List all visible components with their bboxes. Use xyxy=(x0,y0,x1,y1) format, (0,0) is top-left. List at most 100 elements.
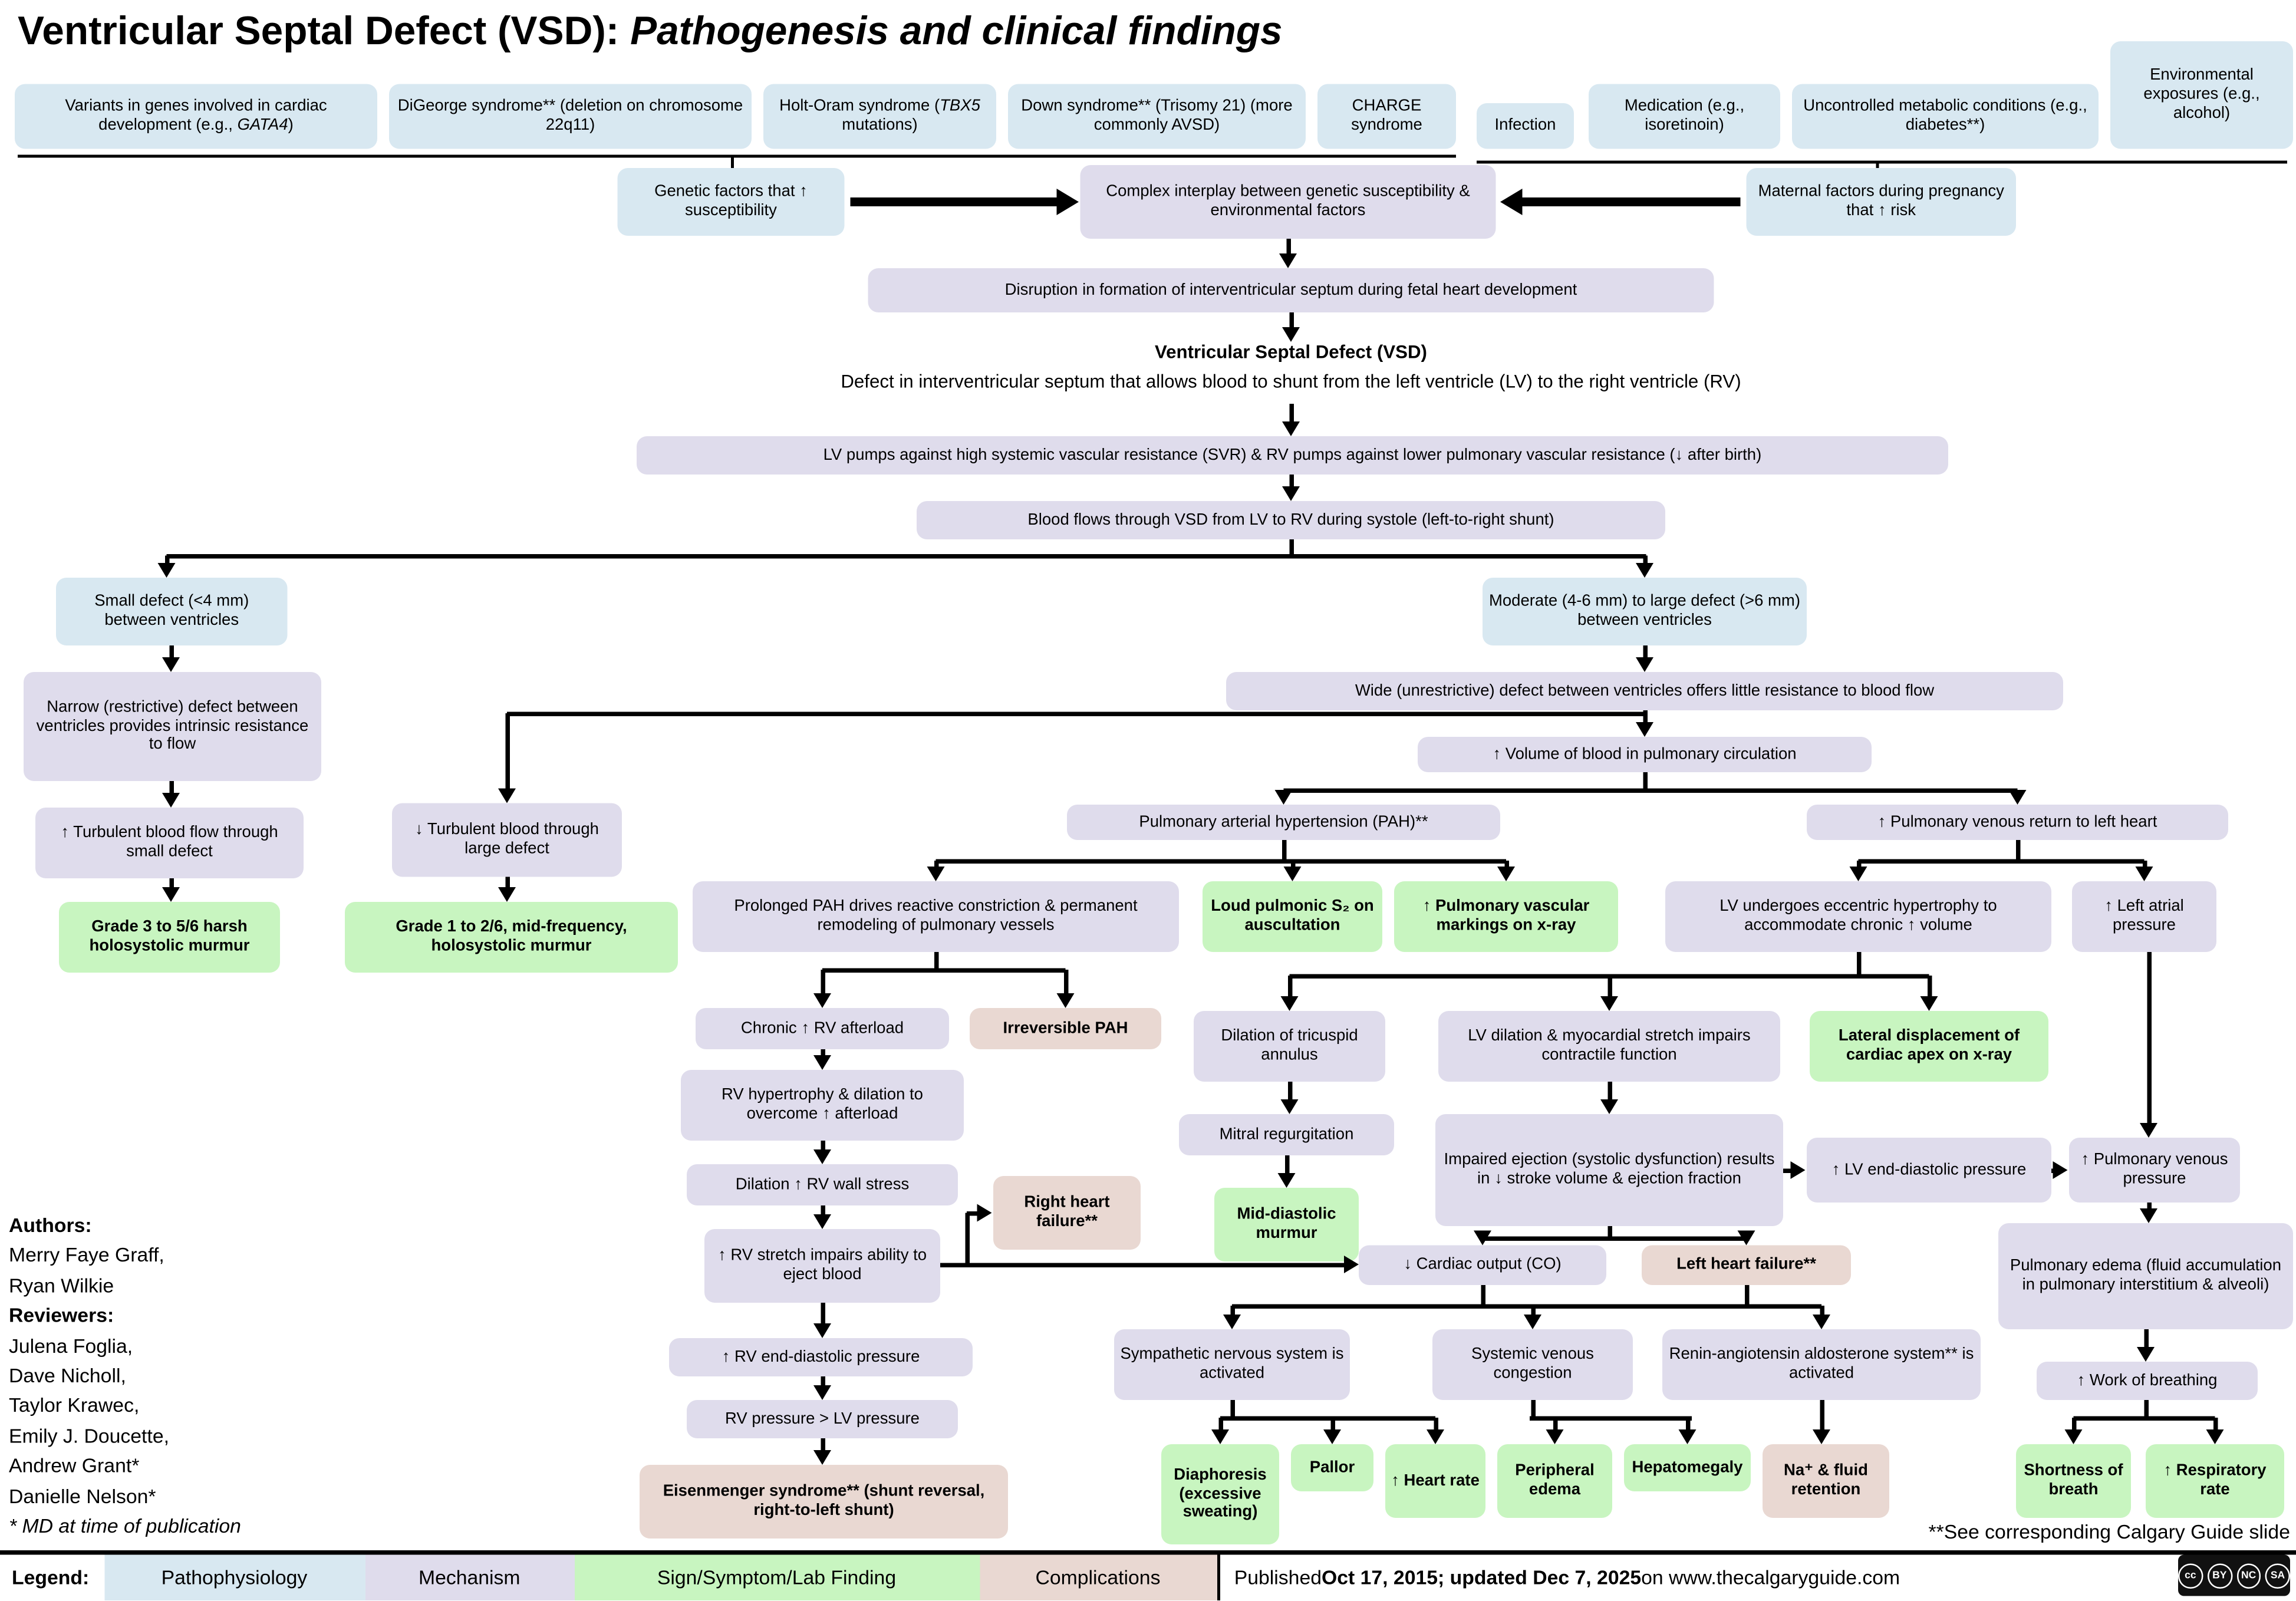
legend-label: Legend: xyxy=(12,1566,90,1589)
connector-line xyxy=(820,1303,825,1325)
node-left-atrial-pressure: ↑ Left atrial pressure xyxy=(2072,881,2216,952)
cc-icon-cc: cc xyxy=(2178,1563,2203,1588)
connector-line xyxy=(1642,645,1647,660)
node-mitral-regurg: Mitral regurgitation xyxy=(1179,1114,1394,1155)
node-vsd-definition: Defect in interventricular septum that a… xyxy=(841,371,1741,392)
node-cardiac-output: ↓ Cardiac output (CO) xyxy=(1359,1245,1606,1285)
arrowhead-r xyxy=(1344,1256,1359,1273)
node-lv-end-diastolic: ↑ LV end-diastolic pressure xyxy=(1807,1138,2051,1203)
node-prolonged-pah: Prolonged PAH drives reactive constricti… xyxy=(693,881,1179,952)
node-genetic-factors: Genetic factors that ↑ susceptibility xyxy=(617,168,845,236)
connector-line xyxy=(1289,312,1293,330)
legend-divider xyxy=(1216,1554,1220,1600)
connector-line xyxy=(1530,1306,1535,1317)
author-line: Ryan Wilkie xyxy=(9,1274,114,1297)
connector-line xyxy=(166,553,1646,558)
connector-line xyxy=(820,970,825,996)
connector-line xyxy=(1926,976,1932,999)
connector-line xyxy=(1856,861,1861,869)
connector-line xyxy=(169,781,173,796)
connector-line xyxy=(1232,1303,1821,1308)
node-medication: Medication (e.g., isoretinoin) xyxy=(1589,84,1780,149)
arrowhead-d xyxy=(2140,1123,2157,1138)
connector-line xyxy=(940,1262,1347,1267)
connector-line xyxy=(169,645,173,660)
page-title-main: Ventricular Septal Defect (VSD): xyxy=(18,9,631,53)
connector-line xyxy=(169,878,173,890)
arrowhead-d xyxy=(813,993,831,1008)
legend-item-comp: Complications xyxy=(979,1554,1217,1600)
connector-line xyxy=(1819,1400,1824,1432)
arrowhead-d xyxy=(162,793,180,808)
arrowhead-d xyxy=(1813,1315,1830,1329)
connector-line xyxy=(1290,861,1295,869)
arrowhead-d xyxy=(1849,867,1867,881)
arrowhead-d xyxy=(813,1385,831,1400)
arrowhead-d xyxy=(498,887,516,902)
node-pulmonary-edema: Pulmonary edema (fluid accumulation in p… xyxy=(1998,1223,2293,1329)
node-right-heart-failure: Right heart failure** xyxy=(993,1176,1141,1250)
connector-line xyxy=(933,861,938,869)
legend-item-sign: Sign/Symptom/Lab Finding xyxy=(574,1554,980,1600)
arrowhead-d xyxy=(1323,1429,1341,1444)
node-blood-flows: Blood flows through VSD from LV to RV du… xyxy=(917,501,1665,539)
legend-item-mech: Mechanism xyxy=(364,1554,574,1600)
arrowhead-d xyxy=(1636,657,1653,672)
node-mid-diastolic-murmur: Mid-diastolic murmur xyxy=(1214,1188,1359,1261)
author-line: Andrew Grant* xyxy=(9,1455,140,1477)
node-charge: CHARGE syndrome xyxy=(1317,84,1456,149)
connector-line xyxy=(505,713,509,792)
arrowhead-d xyxy=(1546,1429,1564,1444)
arrowhead-d xyxy=(1920,996,1938,1011)
connector-line xyxy=(1642,772,1647,790)
arrowhead-d xyxy=(1282,327,1300,342)
node-complex-interplay: Complex interplay between genetic suscep… xyxy=(1080,165,1496,239)
connector-line xyxy=(2015,840,2020,861)
node-small-defect: Small defect (<4 mm) between ventricles xyxy=(56,578,288,645)
arrowhead-d xyxy=(498,788,516,803)
cc-icon-nc: NC xyxy=(2236,1563,2261,1588)
connector-line xyxy=(1483,1236,1747,1240)
node-shortness-breath: Shortness of breath xyxy=(2016,1444,2131,1518)
connector-line xyxy=(2146,952,2151,1125)
connector-line xyxy=(2071,1418,2076,1432)
arrowhead-d xyxy=(1223,1315,1241,1329)
connector-line xyxy=(820,1205,825,1219)
node-left-heart-failure: Left heart failure** xyxy=(1642,1245,1851,1285)
arrowhead-r xyxy=(977,1204,992,1222)
connector-line xyxy=(2143,1400,2148,1418)
arrowhead-d xyxy=(162,887,180,902)
node-disruption: Disruption in formation of interventricu… xyxy=(868,268,1714,312)
arrowhead-d xyxy=(1474,1230,1491,1246)
connector-line xyxy=(1289,475,1293,489)
node-vascular-markings: ↑ Pulmonary vascular markings on x-ray xyxy=(1394,881,1618,952)
node-turbulent-up: ↑ Turbulent blood flow through small def… xyxy=(35,808,304,878)
node-moderate-defect: Moderate (4-6 mm) to large defect (>6 mm… xyxy=(1483,578,1807,645)
arrowhead-l xyxy=(1500,189,1523,215)
connector-line xyxy=(1286,239,1290,256)
node-down-syndrome: Down syndrome** (Trisomy 21) (more commo… xyxy=(1008,84,1306,149)
author-line: Authors: xyxy=(9,1214,92,1237)
connector-line xyxy=(18,154,1456,158)
node-holt-oram: Holt-Oram syndrome (TBX5 mutations) xyxy=(763,84,996,149)
arrowhead-d xyxy=(813,1323,831,1338)
connector-line xyxy=(1281,840,1286,861)
connector-line xyxy=(1685,1418,1690,1432)
connector-line xyxy=(1530,1400,1535,1418)
author-line: Reviewers: xyxy=(9,1304,114,1327)
author-line: Danielle Nelson* xyxy=(9,1485,156,1507)
author-line: Emily J. Doucette, xyxy=(9,1425,169,1447)
connector-line xyxy=(1230,1400,1234,1418)
page-title: Ventricular Septal Defect (VSD): Pathoge… xyxy=(18,9,1283,55)
node-environmental: Environmental exposures (e.g., alcohol) xyxy=(2110,41,2293,149)
node-peripheral-edema: Peripheral edema xyxy=(1497,1444,1612,1518)
connector-line xyxy=(1858,858,2145,863)
connector-line xyxy=(1220,1415,1435,1420)
node-grade3-murmur: Grade 3 to 5/6 harsh holosystolic murmur xyxy=(59,902,280,973)
arrowhead-d xyxy=(1280,996,1299,1011)
connector-line xyxy=(2146,1203,2151,1211)
arrowhead-d xyxy=(2140,1208,2157,1223)
arrowhead-d xyxy=(1282,421,1300,436)
